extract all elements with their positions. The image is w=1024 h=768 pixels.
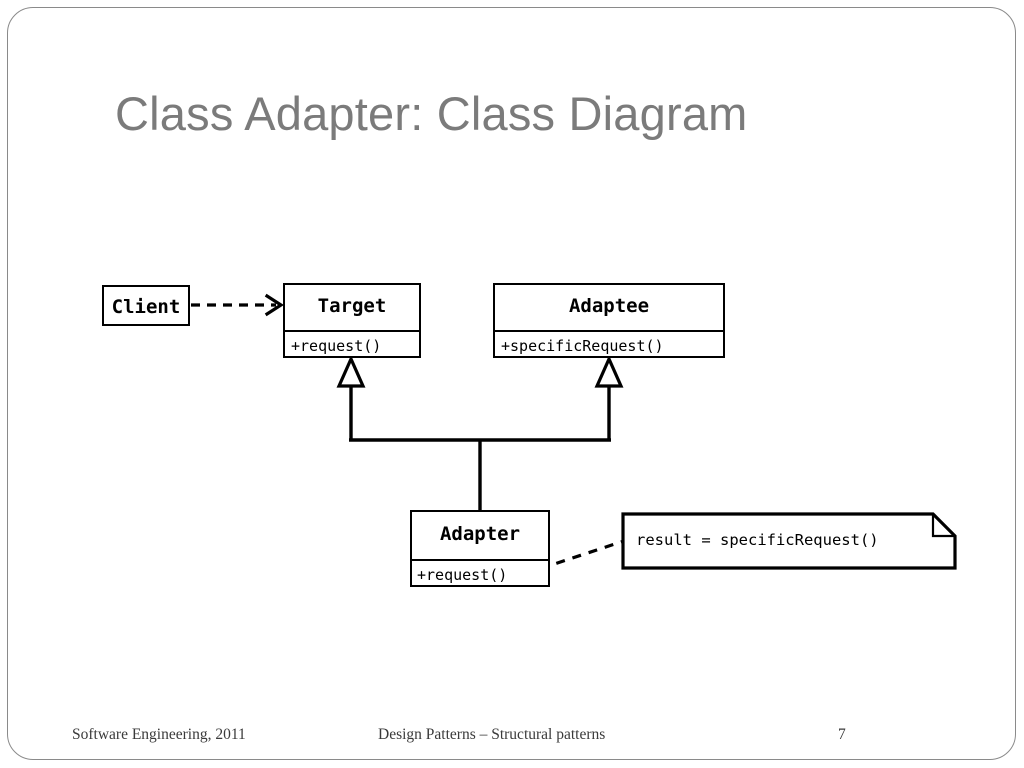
- dependency-client-to-target: [191, 293, 284, 317]
- uml-note-text: result = specificRequest(): [636, 531, 879, 549]
- footer-left: Software Engineering, 2011: [72, 726, 246, 743]
- note-shape: [621, 512, 957, 570]
- uml-class-name: Adapter: [439, 523, 521, 545]
- generalization-adapter-to-target: [336, 355, 366, 440]
- footer-page-number: 7: [838, 726, 846, 743]
- generalization-connector-bar: [349, 438, 611, 511]
- uml-operation: +request(): [417, 566, 508, 584]
- uml-compartment-divider: [412, 559, 548, 561]
- uml-class-adaptee[interactable]: Adaptee +specificRequest(): [493, 283, 725, 358]
- uml-note[interactable]: result = specificRequest(): [622, 513, 956, 569]
- uml-operation: +specificRequest(): [501, 337, 664, 355]
- uml-compartment-divider: [285, 330, 419, 332]
- generalization-adapter-to-adaptee: [594, 355, 624, 440]
- page-title: Class Adapter: Class Diagram: [115, 87, 748, 140]
- uml-compartment-divider: [495, 330, 723, 332]
- uml-class-name: Target: [317, 295, 387, 317]
- uml-class-name: Client: [111, 296, 181, 318]
- footer-center: Design Patterns – Structural patterns: [378, 726, 606, 743]
- uml-class-target[interactable]: Target +request(): [283, 283, 421, 358]
- uml-class-name: Adaptee: [568, 295, 650, 317]
- uml-class-client[interactable]: Client: [102, 285, 190, 326]
- uml-class-adapter[interactable]: Adapter +request(): [410, 510, 550, 587]
- uml-operation: +request(): [291, 337, 382, 355]
